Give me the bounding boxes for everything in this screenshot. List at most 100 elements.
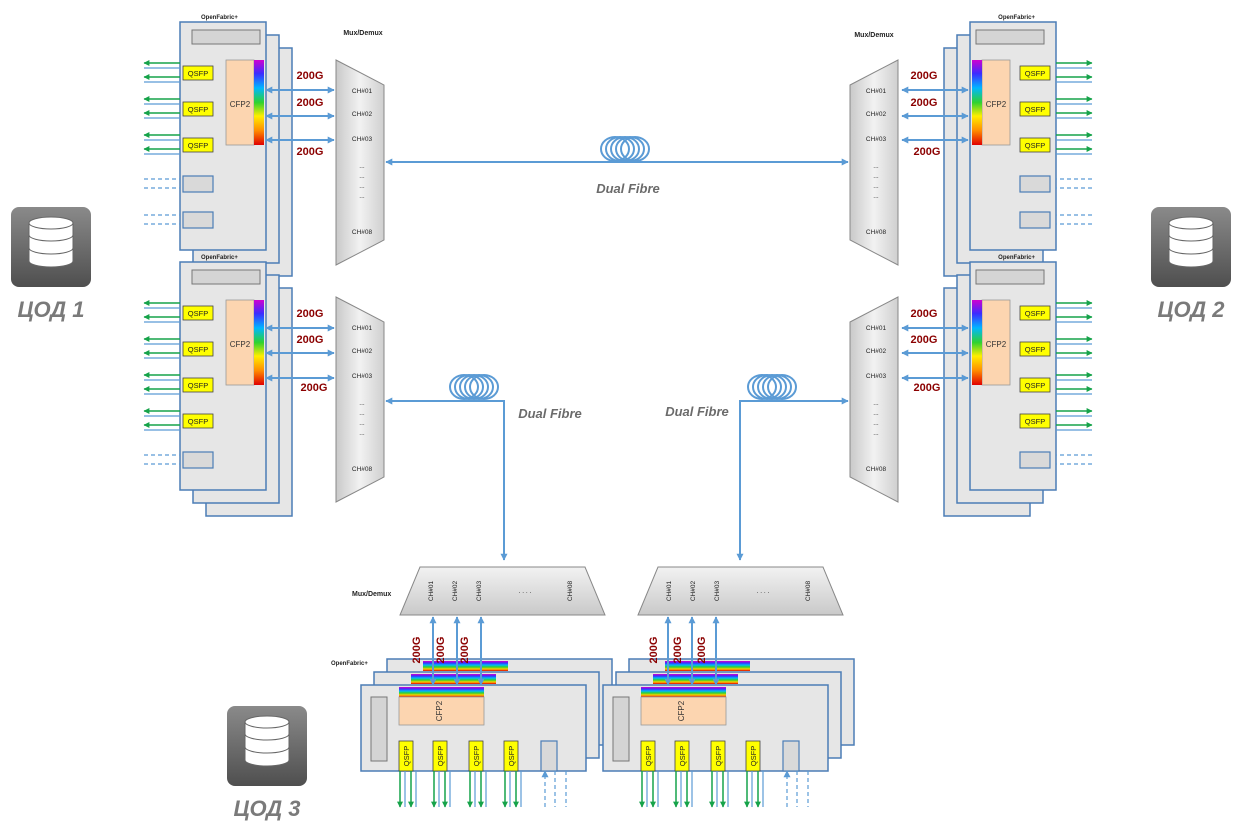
cfp2-label: CFP2: [986, 100, 1007, 109]
rate-label: 200G: [297, 146, 324, 158]
rate-label: 200G: [648, 637, 660, 664]
mux-demux-body: [399, 566, 606, 616]
channel-dots: ...: [873, 163, 879, 170]
channel-label: CH#08: [352, 229, 373, 236]
database-top: [244, 715, 290, 729]
rate-label: 200G: [911, 70, 938, 82]
channel-label: CH#02: [352, 348, 373, 355]
datacenter-label: ЦОД 1: [17, 297, 84, 322]
cfp2-label: CFP2: [986, 340, 1007, 349]
spectrum-strip: [254, 60, 264, 145]
spectrum-strip: [972, 60, 982, 145]
channel-dots: ...: [873, 410, 879, 417]
channel-label: CH#01: [428, 580, 435, 601]
rate-label: 200G: [911, 97, 938, 109]
cfp2-label: CFP2: [230, 340, 251, 349]
datacenter-dc2: ЦОД 2: [1151, 207, 1231, 322]
chassis-handle: [191, 269, 261, 285]
mux-demux-body: [335, 296, 385, 503]
qsfp-port: [640, 740, 656, 772]
datacenter-dc3: ЦОД 3: [227, 706, 307, 821]
spectrum-strip: [423, 661, 508, 671]
qsfp-label: QSFP: [1025, 345, 1045, 354]
qsfp-label: QSFP: [1025, 105, 1045, 114]
mux-demux-body: [849, 59, 899, 266]
qsfp-label: QSFP: [1025, 381, 1045, 390]
spectrum-strip: [972, 300, 982, 385]
channel-dots: ...: [873, 430, 879, 437]
spectrum-strip: [653, 674, 738, 684]
qsfp-port: [182, 305, 214, 321]
openfabric-label: OpenFabric+: [998, 15, 1035, 21]
qsfp-port: [1019, 101, 1051, 117]
rate-label: 200G: [435, 637, 447, 664]
channel-dots: . . . .: [519, 588, 532, 595]
mux-demux-dc1-top: Mux/DemuxCH#01CH#02CH#03............CH#0…: [335, 30, 385, 266]
qsfp-port: [182, 413, 214, 429]
qsfp-label: QSFP: [402, 746, 411, 766]
cfp2-label: CFP2: [435, 700, 444, 721]
rate-label: 200G: [911, 334, 938, 346]
empty-port: [1019, 175, 1051, 193]
channel-dots: ...: [359, 410, 365, 417]
qsfp-label: QSFP: [188, 309, 208, 318]
qsfp-port: [398, 740, 414, 772]
qsfp-label: QSFP: [188, 417, 208, 426]
channel-label: CH#03: [714, 580, 721, 601]
channel-label: CH#02: [866, 348, 887, 355]
channel-dots: ...: [359, 430, 365, 437]
mux-demux-body: [335, 59, 385, 266]
qsfp-port: [1019, 65, 1051, 81]
qsfp-port: [503, 740, 519, 772]
qsfp-port: [1019, 305, 1051, 321]
channel-label: CH#01: [352, 88, 373, 95]
qsfp-label: QSFP: [436, 746, 445, 766]
chassis-handle: [191, 29, 261, 45]
channel-label: CH#03: [866, 373, 887, 380]
qsfp-port: [1019, 137, 1051, 153]
qsfp-label: QSFP: [678, 746, 687, 766]
channel-label: CH#01: [866, 88, 887, 95]
channel-label: CH#02: [690, 580, 697, 601]
spectrum-strip: [665, 661, 750, 671]
channel-dots: ...: [359, 193, 365, 200]
spectrum-strip: [254, 300, 264, 385]
openfabric-label: OpenFabric+: [998, 255, 1035, 261]
qsfp-port: [432, 740, 448, 772]
rate-label: 200G: [411, 637, 423, 664]
qsfp-label: QSFP: [188, 141, 208, 150]
rate-label: 200G: [301, 382, 328, 394]
cfp2-module: [398, 696, 485, 726]
datacenter-label: ЦОД 3: [233, 796, 300, 821]
channel-dots: ...: [359, 183, 365, 190]
qsfp-port: [1019, 413, 1051, 429]
cfp2-module: [640, 696, 727, 726]
dual-fibre-label: Dual Fibre: [518, 406, 582, 421]
qsfp-port: [745, 740, 761, 772]
empty-port: [182, 211, 214, 229]
channel-dots: ...: [873, 173, 879, 180]
qsfp-port: [674, 740, 690, 772]
channel-dots: . . . .: [757, 588, 770, 595]
rate-label: 200G: [914, 382, 941, 394]
channel-label: CH#03: [352, 136, 373, 143]
qsfp-port: [710, 740, 726, 772]
channel-label: CH#01: [352, 325, 373, 332]
spectrum-strip: [641, 687, 726, 697]
qsfp-port: [182, 101, 214, 117]
rate-label: 200G: [297, 70, 324, 82]
openfabric-label: OpenFabric+: [331, 661, 368, 667]
qsfp-label: QSFP: [644, 746, 653, 766]
fibre-coil-loop: [469, 374, 499, 400]
qsfp-port: [182, 341, 214, 357]
